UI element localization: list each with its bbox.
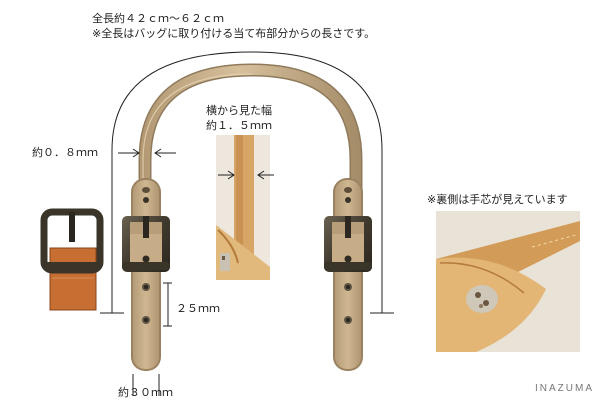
length-heading: 全長約４２ｃｍ～６２ｃｍ — [92, 12, 224, 25]
right-buckle — [324, 216, 372, 272]
left-tab — [131, 178, 161, 371]
sample-buckle — [40, 208, 104, 311]
side-view-width: 約１．５ｍｍ — [206, 119, 272, 132]
brand-logo: INAZUMA — [535, 383, 594, 394]
side-view-photo — [216, 135, 270, 280]
side-view-title: 横から見た幅 — [206, 104, 272, 117]
strap-width-label: 約３０ｍｍ — [118, 386, 173, 399]
hole-spacing-label: ２５ｍｍ — [176, 302, 220, 315]
length-guide-arc — [111, 51, 383, 313]
left-buckle — [122, 216, 170, 272]
length-note: ※全長はバッグに取り付ける当て布部分からの長さです。 — [92, 27, 376, 40]
back-side-photo — [436, 211, 580, 352]
back-side-note: ※裏側は手芯が見えています — [427, 193, 568, 206]
right-tab — [333, 178, 363, 371]
thickness-label: 約０．８ｍｍ — [32, 146, 98, 159]
